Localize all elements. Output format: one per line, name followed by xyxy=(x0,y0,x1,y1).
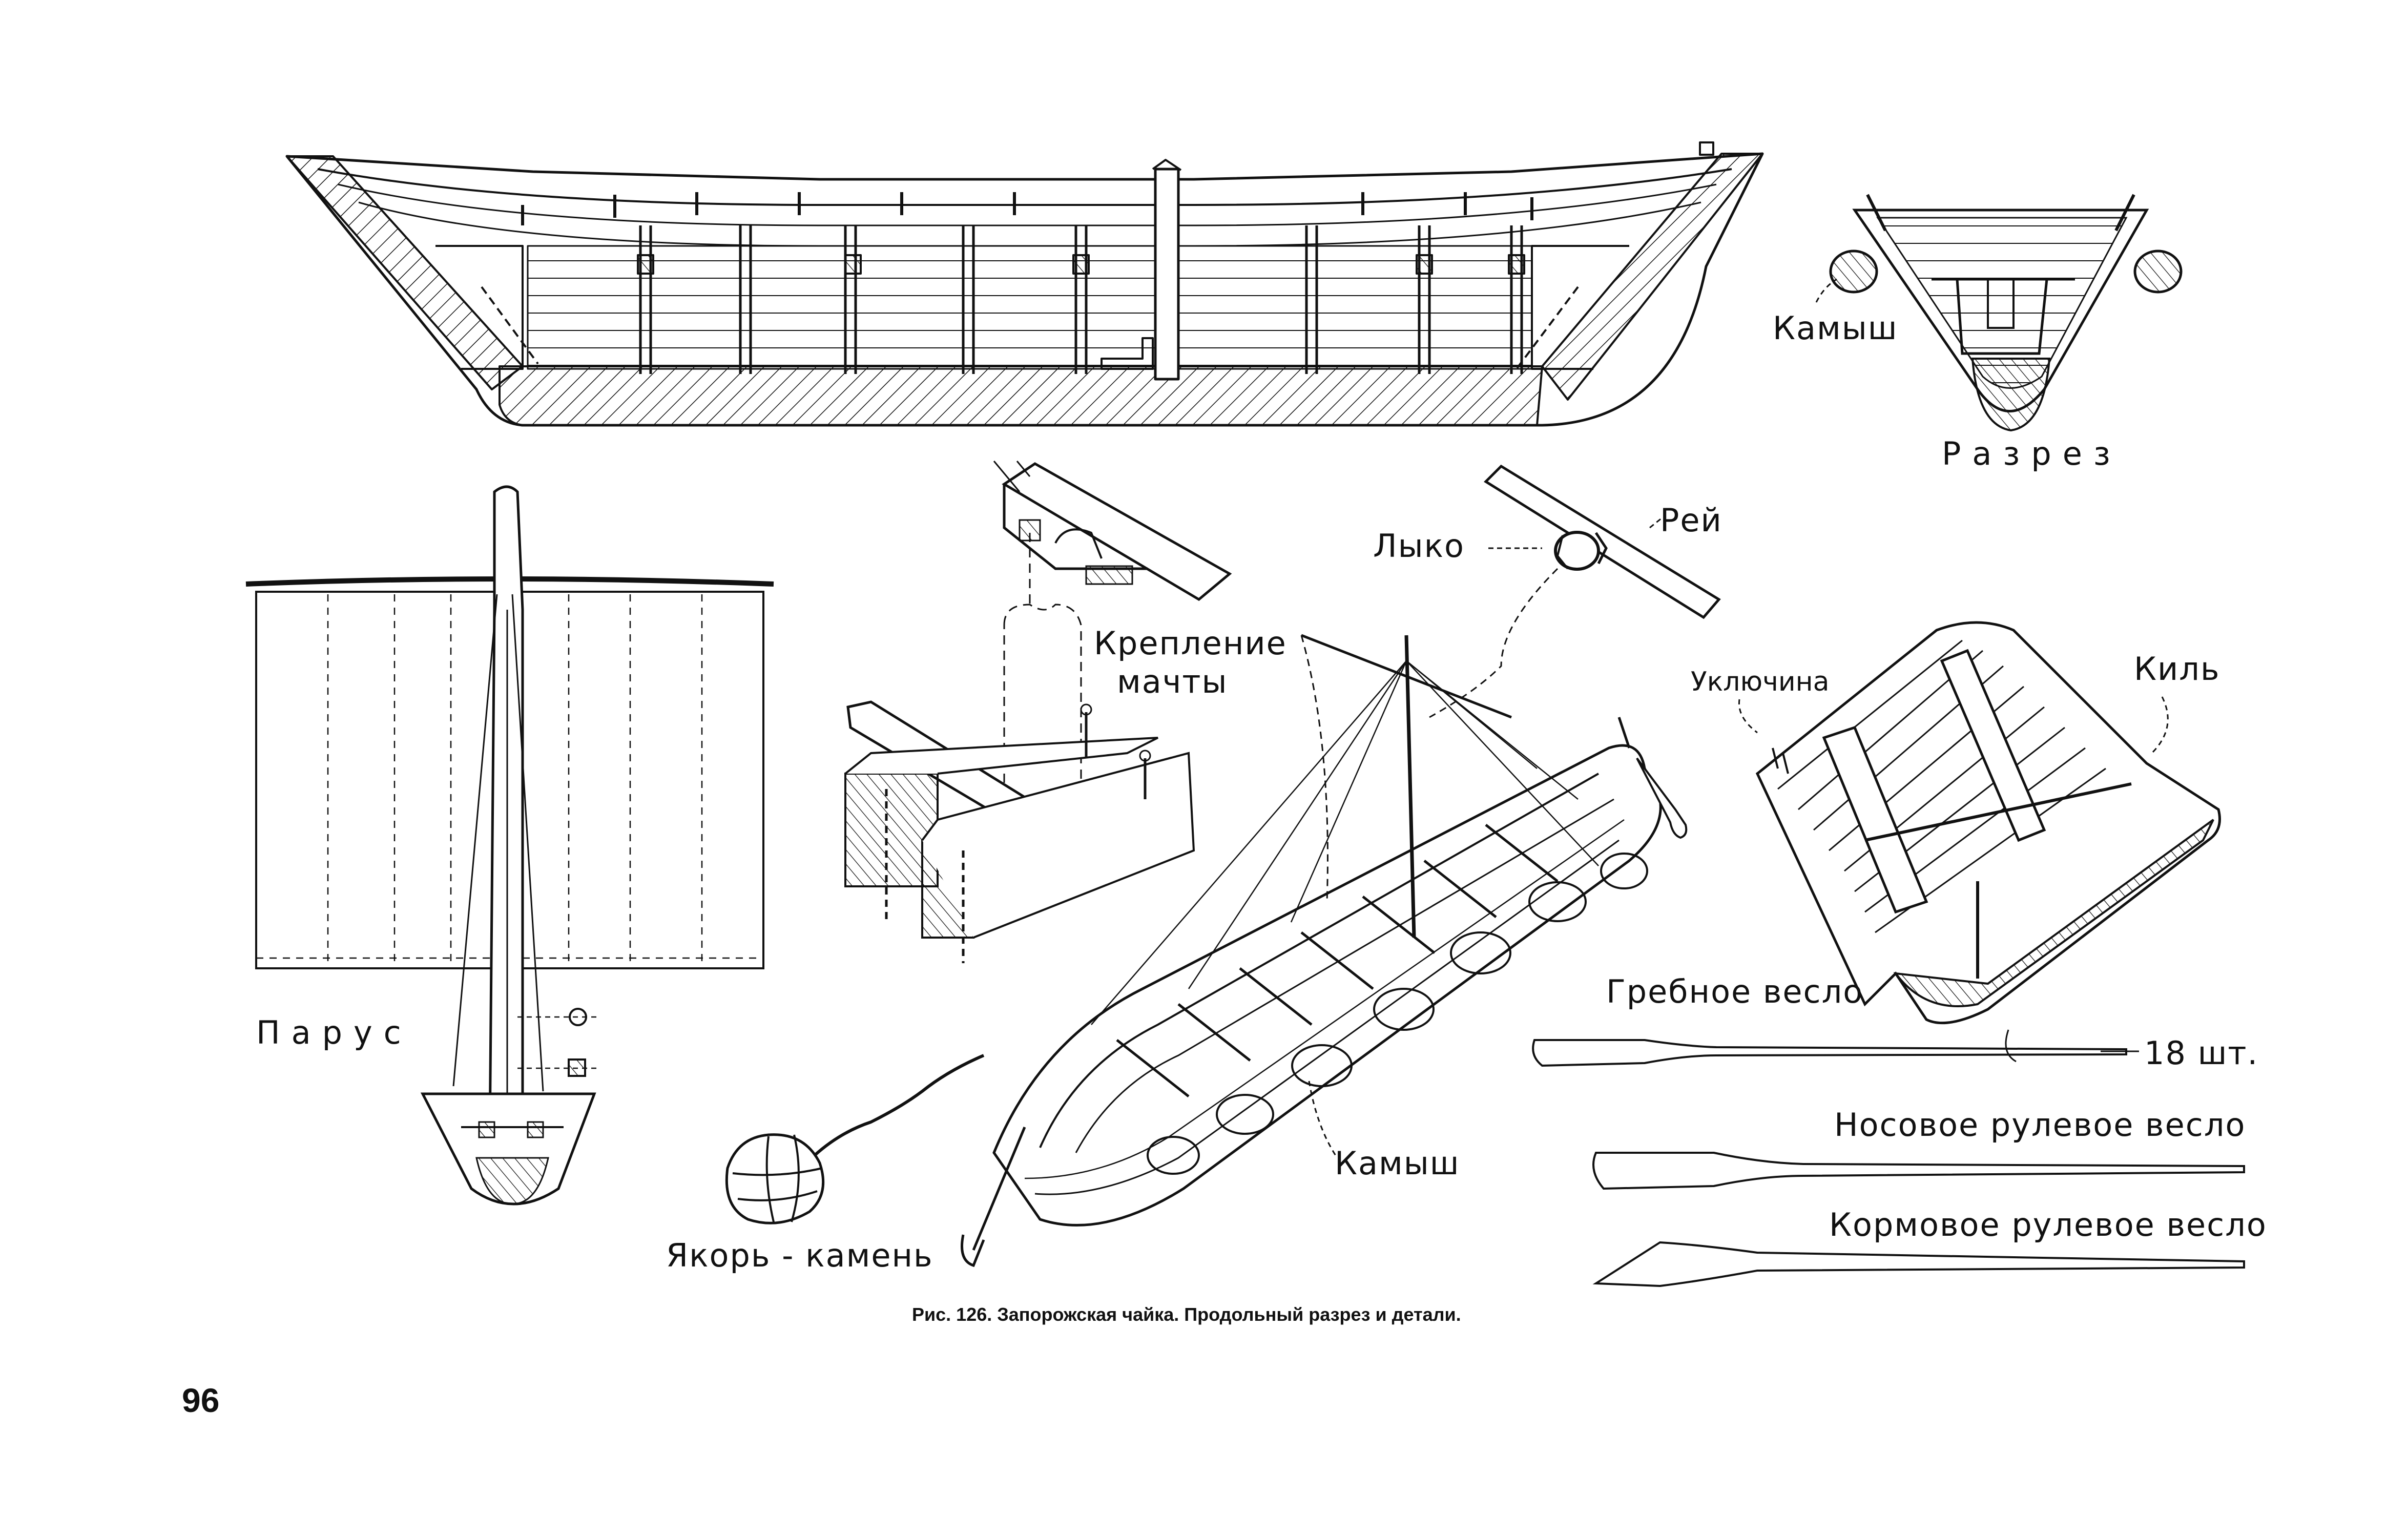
yard-binding-drawing xyxy=(1429,464,1721,718)
razrez-label: Разрез xyxy=(1942,435,2122,472)
uklyuchina-label: Уключина xyxy=(1691,667,1830,697)
kil-label: Киль xyxy=(2134,650,2220,688)
longitudinal-section xyxy=(285,141,1764,427)
boat-perspective-drawing xyxy=(961,634,1688,1268)
oar-count-label: 18 шт. xyxy=(2144,1034,2259,1072)
keel-detail-drawing xyxy=(1738,621,2221,1025)
kreplenie-label-line2: мачты xyxy=(1117,663,1228,700)
figure-caption: Рис. 126. Запорожская чайка. Продольный … xyxy=(912,1304,1461,1325)
rei-label: Рей xyxy=(1660,502,1722,539)
stern-steering-oar-drawing xyxy=(1592,1241,2245,1287)
cross-section-drawing xyxy=(1815,194,2183,432)
anchor-stone-drawing xyxy=(725,1054,985,1224)
bow-steering-oar-drawing xyxy=(1592,1152,2245,1190)
kormovoe-label: Кормовое рулевое весло xyxy=(1829,1206,2267,1243)
grebnoe-veslo-label: Гребное весло xyxy=(1606,973,1864,1010)
kreplenie-label-line1: Крепление xyxy=(1094,625,1287,662)
kamysh-section-label: Камыш xyxy=(1773,309,1898,347)
page-number: 96 xyxy=(182,1381,220,1419)
nosovoe-label: Носовое рулевое весло xyxy=(1834,1106,2246,1144)
mast-fastening-drawing xyxy=(844,461,1232,963)
lyko-label: Лыко xyxy=(1373,527,1465,565)
sail-drawing xyxy=(245,485,774,1206)
rowing-oar-drawing xyxy=(1532,1029,2139,1067)
kamysh-boat-label: Камыш xyxy=(1335,1145,1460,1182)
parus-label: Парус xyxy=(256,1014,412,1051)
yakor-label: Якорь - камень xyxy=(666,1237,933,1274)
